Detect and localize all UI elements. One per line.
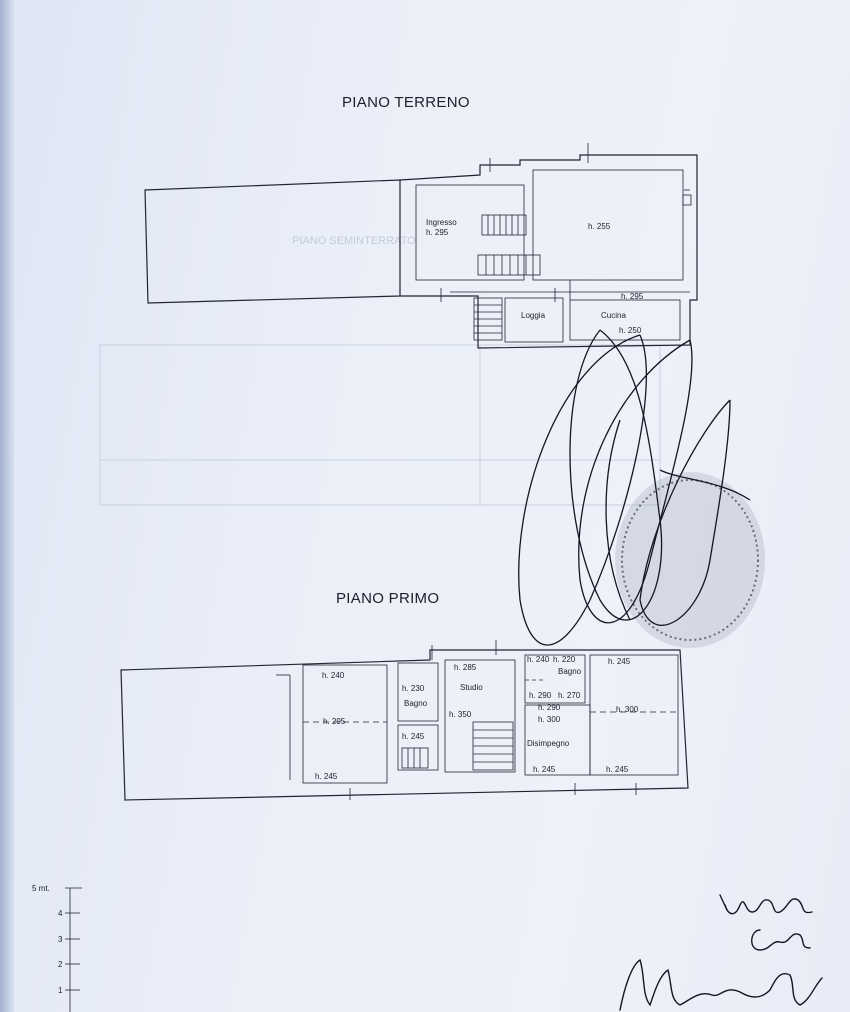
stairs-loggia bbox=[473, 297, 503, 341]
bagno1-label: Bagno bbox=[404, 699, 428, 708]
main-room-height: h. 255 bbox=[588, 222, 611, 231]
ghost-label: PIANO SEMINTERRATO bbox=[292, 235, 416, 247]
scribble-signature bbox=[518, 329, 751, 646]
room2-height-bottom: h. 245 bbox=[606, 765, 629, 774]
cucina-height-bottom: h. 250 bbox=[619, 326, 642, 335]
ground-floor-title: PIANO TERRENO bbox=[342, 94, 470, 111]
room2-height-top: h. 245 bbox=[608, 657, 631, 666]
cucina-label: Cucina bbox=[601, 311, 626, 320]
scale-bar: 5 mt. 4 3 2 1 bbox=[32, 884, 82, 1012]
document-page bbox=[14, 0, 850, 1012]
loggia-label: Loggia bbox=[521, 311, 546, 320]
room2-height-mid: h. 300 bbox=[616, 705, 639, 714]
room1-height-top: h. 240 bbox=[322, 671, 345, 680]
cucina-height-top: h. 295 bbox=[621, 292, 644, 301]
ingresso-label: Ingresso bbox=[426, 218, 457, 227]
handwritten-signatures bbox=[619, 894, 823, 1011]
small-room-height: h. 240 bbox=[527, 655, 550, 664]
bagno2-height-b: h. 270 bbox=[558, 691, 581, 700]
first-floor-plan: h. 240 h. 295 h. 245 h. 230 Bagno h. 245… bbox=[120, 640, 689, 801]
studio-height-bottom: h. 350 bbox=[449, 710, 472, 719]
studio-label: Studio bbox=[460, 683, 483, 692]
bagno1-height-bottom: h. 245 bbox=[402, 732, 425, 741]
disimpegno-height-b: h. 300 bbox=[538, 715, 561, 724]
first-floor-title: PIANO PRIMO bbox=[336, 590, 440, 607]
room1-height-mid: h. 295 bbox=[323, 717, 346, 726]
scale-tick-3: 3 bbox=[58, 935, 63, 944]
ghost-plan: PIANO SEMINTERRATO bbox=[99, 235, 661, 506]
bagno2-height-a: h. 290 bbox=[529, 691, 552, 700]
bagno1-height: h. 230 bbox=[402, 684, 425, 693]
stairs-ingresso bbox=[477, 214, 541, 276]
disimpegno-height-bottom: h. 245 bbox=[533, 765, 556, 774]
scale-tick-2: 2 bbox=[58, 960, 63, 969]
stairs-first-floor bbox=[401, 721, 514, 771]
scale-unit-label: 5 mt. bbox=[32, 884, 50, 893]
bagno2-label: Bagno bbox=[558, 667, 582, 676]
studio-height: h. 285 bbox=[454, 663, 477, 672]
disimpegno-label: Disimpegno bbox=[527, 739, 570, 748]
room1-height-bottom: h. 245 bbox=[315, 772, 338, 781]
disimpegno-height-a: h. 290 bbox=[538, 703, 561, 712]
bagno2-height: h. 220 bbox=[553, 655, 576, 664]
stamp-seal bbox=[615, 472, 765, 648]
page-edge-shadow bbox=[0, 0, 18, 1012]
ground-floor-plan: Ingresso h. 295 h. 255 Loggia Cucina h. … bbox=[144, 143, 698, 349]
scale-tick-1: 1 bbox=[58, 986, 63, 995]
ingresso-height: h. 295 bbox=[426, 228, 449, 237]
scale-tick-4: 4 bbox=[58, 909, 63, 918]
